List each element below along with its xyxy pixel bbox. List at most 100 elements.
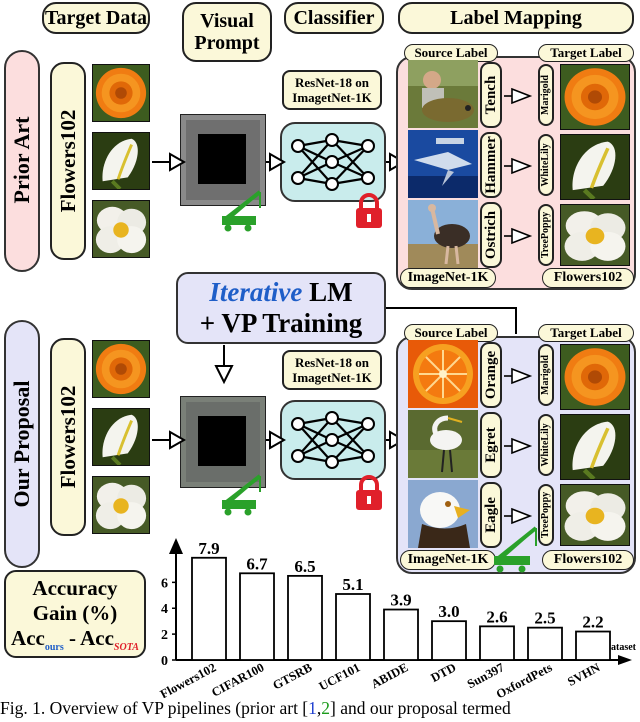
bar-value-label: 7.9	[198, 539, 219, 558]
bar	[479, 625, 515, 661]
bar-value-label: 2.5	[534, 609, 555, 628]
ours-subscript: ours	[44, 642, 64, 654]
lily-image	[560, 134, 630, 200]
vp-training-text: + VP Training	[199, 308, 363, 338]
header-target-data: Target Data	[42, 2, 150, 34]
source-label-pill	[480, 202, 502, 268]
y-tick-label: 0	[161, 654, 168, 669]
target-label-pill	[538, 204, 554, 266]
category-label: CIFAR100	[209, 660, 266, 698]
target-label-header: Target Label	[538, 44, 634, 62]
eagle-image	[408, 480, 478, 548]
bar	[431, 620, 467, 661]
crane-icon	[222, 190, 262, 232]
poppy-image	[92, 476, 150, 534]
hammerhead-image	[408, 130, 478, 198]
classifier-label-prior: ResNet-18 on ImagetNet-1K	[282, 70, 382, 110]
orange-image	[408, 340, 478, 408]
target-dataset-tag: Flowers102	[542, 268, 634, 288]
lily-image	[92, 408, 150, 466]
target-label-pill	[538, 484, 554, 546]
x-axis-label: Dataset	[604, 642, 637, 653]
our-proposal-panel	[4, 320, 40, 568]
visual-prompt-frame	[180, 396, 266, 488]
y-tick-label: 4	[161, 602, 168, 617]
target-label-pill	[538, 134, 554, 196]
prior-art-panel	[4, 50, 40, 272]
visual-prompt-frame	[180, 114, 266, 206]
target-label-pill	[538, 344, 554, 406]
classifier-label-proposal: ResNet-18 on ImagetNet-1K	[282, 350, 382, 390]
poppy-image	[92, 200, 150, 258]
source-label-pill	[480, 412, 502, 478]
marigold-image	[92, 64, 150, 122]
source-label-pill	[480, 342, 502, 408]
dataset-pill-prior	[50, 62, 86, 260]
accuracy-gain-box: Accuracy Gain (%) Accours - AccSOTA	[4, 570, 146, 658]
bar-value-label: 6.7	[246, 554, 268, 573]
lily-image	[92, 132, 150, 190]
crane-icon	[494, 526, 538, 573]
bar-value-label: 3.0	[438, 602, 459, 621]
bar	[191, 556, 227, 661]
accuracy-line2: Gain (%)	[32, 601, 118, 625]
source-dataset-tag: ImageNet-1K	[400, 268, 496, 288]
figure-caption: Fig. 1. Overview of VP pipelines (prior …	[0, 698, 511, 718]
neural-network-icon	[280, 122, 386, 202]
crane-icon	[222, 474, 262, 516]
bar	[335, 593, 371, 661]
ostrich-image	[408, 200, 478, 268]
lock-icon	[356, 193, 382, 228]
ref-1[interactable]: 1	[308, 698, 317, 718]
marigold-image	[560, 64, 630, 130]
header-label-mapping: Label Mapping	[398, 2, 634, 34]
target-label-pill	[538, 414, 554, 476]
bar	[383, 608, 419, 661]
y-axis-arrow	[169, 538, 183, 554]
target-label-header: Target Label	[538, 324, 634, 342]
tench-image	[408, 60, 478, 128]
bar-value-label: 3.9	[390, 591, 411, 610]
iterative-lm-box: Iterative LM + VP Training	[176, 272, 386, 344]
poppy-image	[560, 484, 630, 546]
category-label: UCF101	[317, 660, 363, 693]
source-label-pill	[480, 62, 502, 128]
category-label: SVHN	[565, 660, 602, 689]
target-dataset-tag: Flowers102	[542, 550, 634, 570]
marigold-image	[560, 344, 630, 410]
lily-image	[560, 414, 630, 480]
egret-image	[408, 410, 478, 478]
source-label-header: Source Label	[404, 44, 498, 62]
bar	[527, 626, 563, 661]
y-tick-label: 2	[161, 628, 168, 643]
bar-value-label: 2.6	[486, 607, 507, 626]
iterative-text: Iterative	[209, 277, 303, 307]
category-label: ABIDE	[369, 660, 411, 691]
bar-value-label: 2.2	[582, 613, 603, 632]
bar	[287, 574, 323, 661]
x-axis-arrow	[618, 655, 632, 665]
neural-network-icon	[280, 400, 386, 480]
source-label-pill	[480, 132, 502, 198]
dataset-pill-proposal	[50, 338, 86, 536]
category-label: DTD	[429, 660, 459, 685]
bar	[239, 572, 275, 661]
lm-text: LM	[302, 277, 353, 307]
y-tick-label: 6	[161, 576, 168, 591]
source-label-pill	[480, 482, 502, 548]
ref-2[interactable]: 2	[321, 698, 331, 718]
accuracy-formula: Accours - AccSOTA	[11, 626, 139, 654]
category-label: OxfordPets	[494, 660, 555, 698]
accuracy-line1: Accuracy	[32, 576, 118, 600]
header-classifier: Classifier	[284, 2, 384, 34]
bar-value-label: 6.5	[294, 557, 315, 576]
header-visual-prompt: Visual Prompt	[182, 2, 272, 62]
category-label: GTSRB	[270, 660, 314, 692]
marigold-image	[92, 340, 150, 398]
poppy-image	[560, 204, 630, 266]
lock-icon	[356, 475, 382, 510]
bar	[575, 630, 611, 661]
target-label-pill	[538, 64, 554, 126]
